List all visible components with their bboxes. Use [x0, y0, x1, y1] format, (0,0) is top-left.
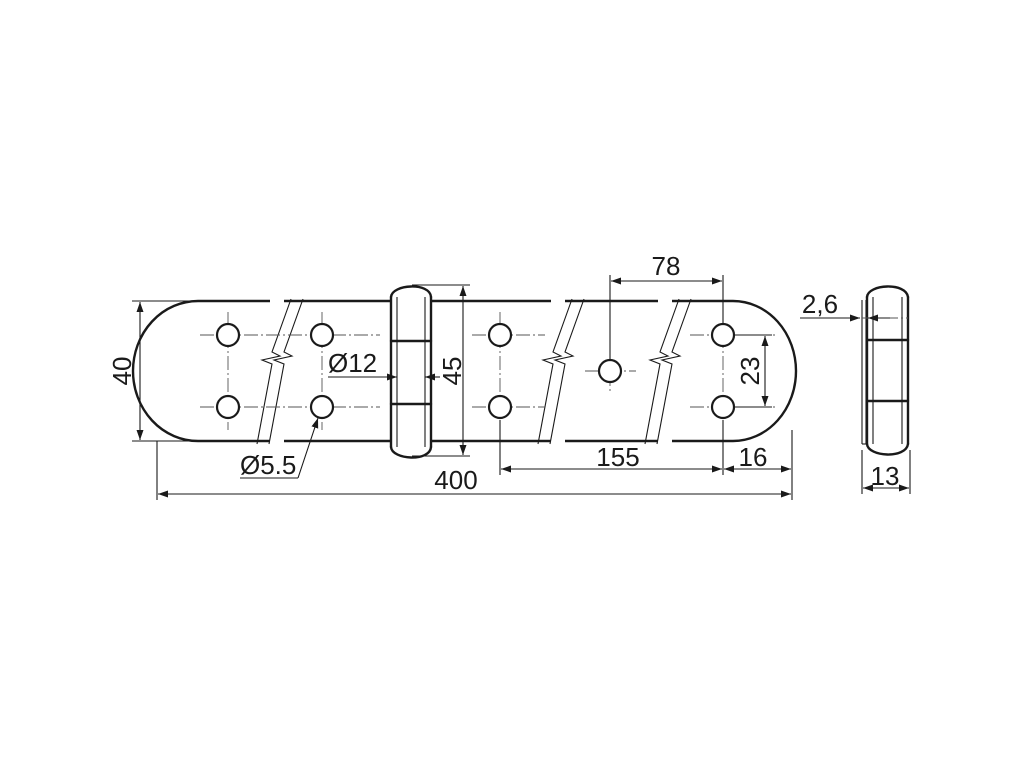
hole [309, 394, 335, 420]
dim-leaf-width-label: 40 [107, 357, 137, 386]
hole [309, 322, 335, 348]
dim-pin-diameter-label: Ø12 [328, 348, 377, 378]
break-gaps [270, 290, 672, 450]
hole [710, 394, 736, 420]
dim-hole-spacing-vertical: 23 [735, 334, 772, 408]
dim-hole-diameter: Ø5.5 [240, 417, 319, 480]
left-leaf-outline [131, 299, 392, 443]
side-view-dimensions: 2,6 13 [800, 289, 911, 494]
dim-leaf-width: 40 [107, 300, 196, 442]
hole [487, 322, 513, 348]
dim-leaf-thickness-label: 2,6 [802, 289, 838, 319]
dim-hole-edge-offset: 16 [724, 442, 791, 473]
hole [710, 322, 736, 348]
mounting-holes [215, 322, 736, 420]
right-leaf-outline [430, 299, 798, 443]
centre-lines [200, 312, 775, 430]
center-hole [597, 358, 623, 384]
hole [215, 322, 241, 348]
dim-knuckle-length-label: 45 [437, 357, 467, 386]
dim-pin-diameter: Ø12 [328, 348, 440, 381]
break-lines [256, 298, 692, 445]
dim-overall-length: 400 [156, 441, 791, 500]
hole [215, 394, 241, 420]
dim-hole-to-knuckle: 155 [499, 420, 793, 500]
dim-hole-spacing-horizontal-label: 78 [652, 251, 681, 281]
dim-overall-length-label: 400 [434, 465, 477, 495]
hole [487, 394, 513, 420]
dim-hole-diameter-label: Ø5.5 [240, 450, 296, 480]
dim-leaf-thickness: 2,6 [800, 289, 890, 322]
side-view [861, 285, 910, 456]
dim-hole-spacing-vertical-label: 23 [735, 357, 765, 386]
dimensions: 40 45 Ø12 Ø5.5 78 [107, 251, 793, 500]
dim-knuckle-length: 45 [412, 284, 470, 457]
dim-hole-to-knuckle-label: 155 [596, 442, 639, 472]
dim-knuckle-depth: 13 [861, 450, 911, 494]
dim-hole-spacing-horizontal: 78 [609, 251, 724, 360]
dim-hole-edge-offset-label: 16 [739, 442, 768, 472]
knuckle [389, 285, 433, 460]
dim-knuckle-depth-label: 13 [871, 461, 900, 491]
front-view [131, 285, 798, 460]
